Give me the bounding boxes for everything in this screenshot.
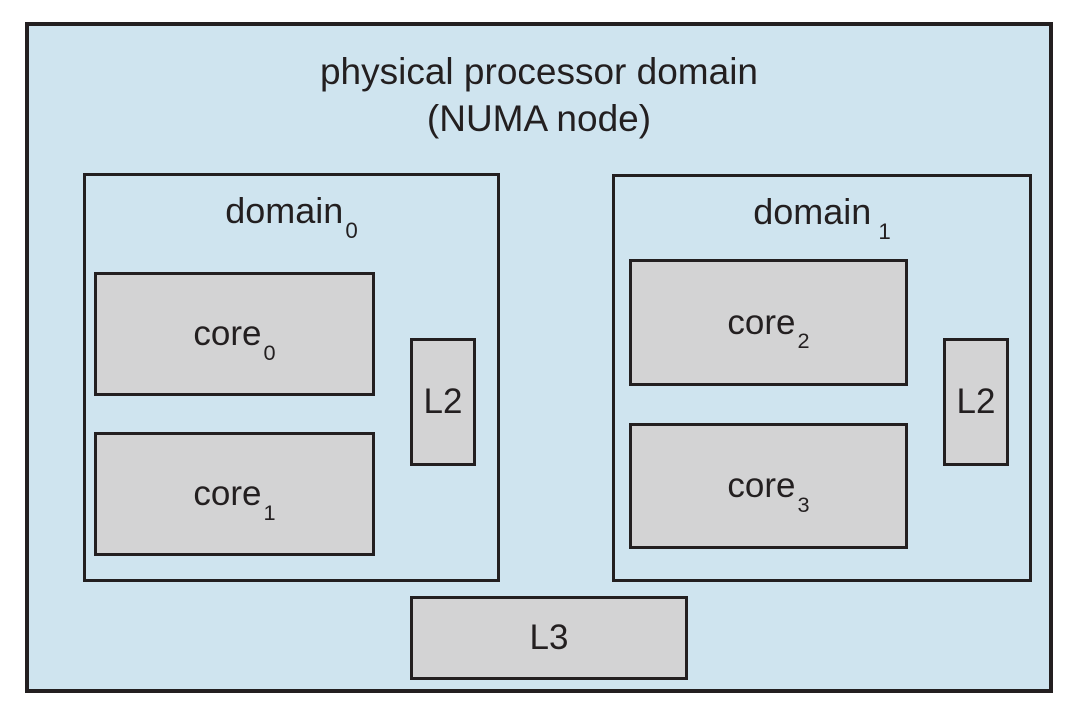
numa-node-box: physical processor domain (NUMA node) do… xyxy=(25,22,1053,693)
l3-cache-box: L3 xyxy=(410,596,688,680)
core-1-label: core1 xyxy=(193,474,275,523)
core-1-box: core1 xyxy=(94,432,375,556)
core-3-label-base: core xyxy=(727,466,796,505)
core-2-label-base: core xyxy=(727,302,796,342)
domain-0-l2-cache-box: L2 xyxy=(410,338,476,466)
diagram-title: physical processor domain (NUMA node) xyxy=(29,48,1049,142)
domain-1-label-subscript: 1 xyxy=(878,218,891,244)
core-2-label-subscript: 2 xyxy=(797,328,810,353)
domain-0-label: domain0 xyxy=(86,190,497,242)
domain-1-label-base: domain xyxy=(753,191,872,232)
title-line-2: (NUMA node) xyxy=(426,98,652,139)
domain-0-box: domain0 core0 core1 L2 xyxy=(83,173,500,582)
core-3-label: core3 xyxy=(727,466,809,515)
core-0-label-base: core xyxy=(193,314,262,353)
core-2-label: core2 xyxy=(727,302,809,352)
domain-0-label-base: domain xyxy=(225,190,344,231)
title-line-1: physical processor domain xyxy=(319,51,759,92)
core-3-box: core3 xyxy=(629,423,908,549)
l3-label: L3 xyxy=(529,618,569,657)
domain-0-l2-label: L2 xyxy=(423,382,463,421)
core-0-label: core0 xyxy=(193,314,275,363)
domain-1-l2-label: L2 xyxy=(956,382,996,421)
core-3-label-subscript: 3 xyxy=(797,491,810,517)
domain-1-l2-cache-box: L2 xyxy=(943,338,1009,466)
domain-0-label-subscript: 0 xyxy=(345,217,358,243)
core-1-label-base: core xyxy=(193,474,262,513)
core-0-box: core0 xyxy=(94,272,375,396)
core-0-label-subscript: 0 xyxy=(263,339,276,365)
core-2-box: core2 xyxy=(629,259,908,386)
core-1-label-subscript: 1 xyxy=(263,499,276,525)
